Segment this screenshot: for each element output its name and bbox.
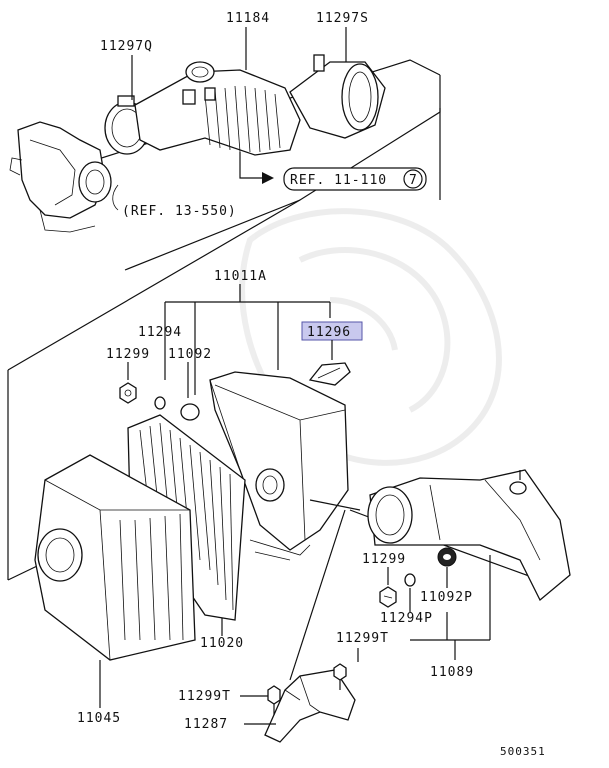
grommet-11294P-icon — [404, 573, 416, 587]
intake-hose-assembly — [9, 27, 441, 271]
callout-11297S[interactable]: 11297S — [316, 11, 369, 26]
reference-11-110[interactable]: REF. 11-110 7 — [283, 167, 427, 191]
throttle-body-icon — [9, 121, 112, 233]
air-cleaner-lower-case-icon — [34, 454, 196, 708]
callout-11184[interactable]: 11184 — [226, 11, 270, 26]
callout-11092[interactable]: 11092 — [168, 347, 212, 362]
air-cleaner-upper-case-icon — [209, 371, 349, 561]
callout-11011A-leaders — [164, 284, 331, 395]
callout-11045[interactable]: 11045 — [77, 711, 121, 726]
callout-11299-left[interactable]: 11299 — [106, 347, 150, 362]
callout-11092P[interactable]: 11092P — [420, 590, 473, 605]
callout-11299T-lower[interactable]: 11299T — [178, 689, 231, 704]
callout-11089-leaders — [409, 555, 491, 660]
air-duct-11089-icon — [309, 469, 571, 602]
bolt-11299T-upper-icon — [333, 648, 359, 690]
callout-11020[interactable]: 11020 — [200, 636, 244, 651]
watermark-logo — [239, 208, 502, 466]
reference-11-110-text: REF. 11-110 — [290, 173, 387, 188]
callout-11297Q[interactable]: 11297Q — [100, 39, 153, 54]
callout-11299T-upper[interactable]: 11299T — [336, 631, 389, 646]
hose-clamp-11297S-icon — [289, 54, 386, 139]
clip-11296-icon — [308, 340, 351, 386]
callout-11294P[interactable]: 11294P — [380, 611, 433, 626]
bolt-11299-icon — [119, 362, 137, 404]
bolt-11299-right-icon — [379, 567, 397, 608]
callout-11296[interactable]: 11296 — [307, 325, 351, 340]
reference-11-110-circle-number: 7 — [409, 173, 418, 188]
grommet-11294-icon — [154, 396, 166, 410]
reference-13-550[interactable]: (REF. 13-550) — [122, 204, 237, 219]
callout-11294[interactable]: 11294 — [138, 325, 182, 340]
grommet-11092-icon — [180, 362, 200, 421]
ref-arrow-icon — [239, 152, 274, 184]
grommet-11092P-icon — [437, 547, 457, 588]
callout-11287[interactable]: 11287 — [184, 717, 228, 732]
callout-11299-right[interactable]: 11299 — [362, 552, 406, 567]
diagram-id: 500351 — [500, 745, 546, 758]
bracket-11287-icon — [264, 509, 356, 743]
intake-hose-11184-icon — [134, 61, 301, 156]
callout-11011A[interactable]: 11011A — [214, 269, 267, 284]
callout-11089[interactable]: 11089 — [430, 665, 474, 680]
bolt-11299T-lower-icon — [240, 685, 281, 715]
